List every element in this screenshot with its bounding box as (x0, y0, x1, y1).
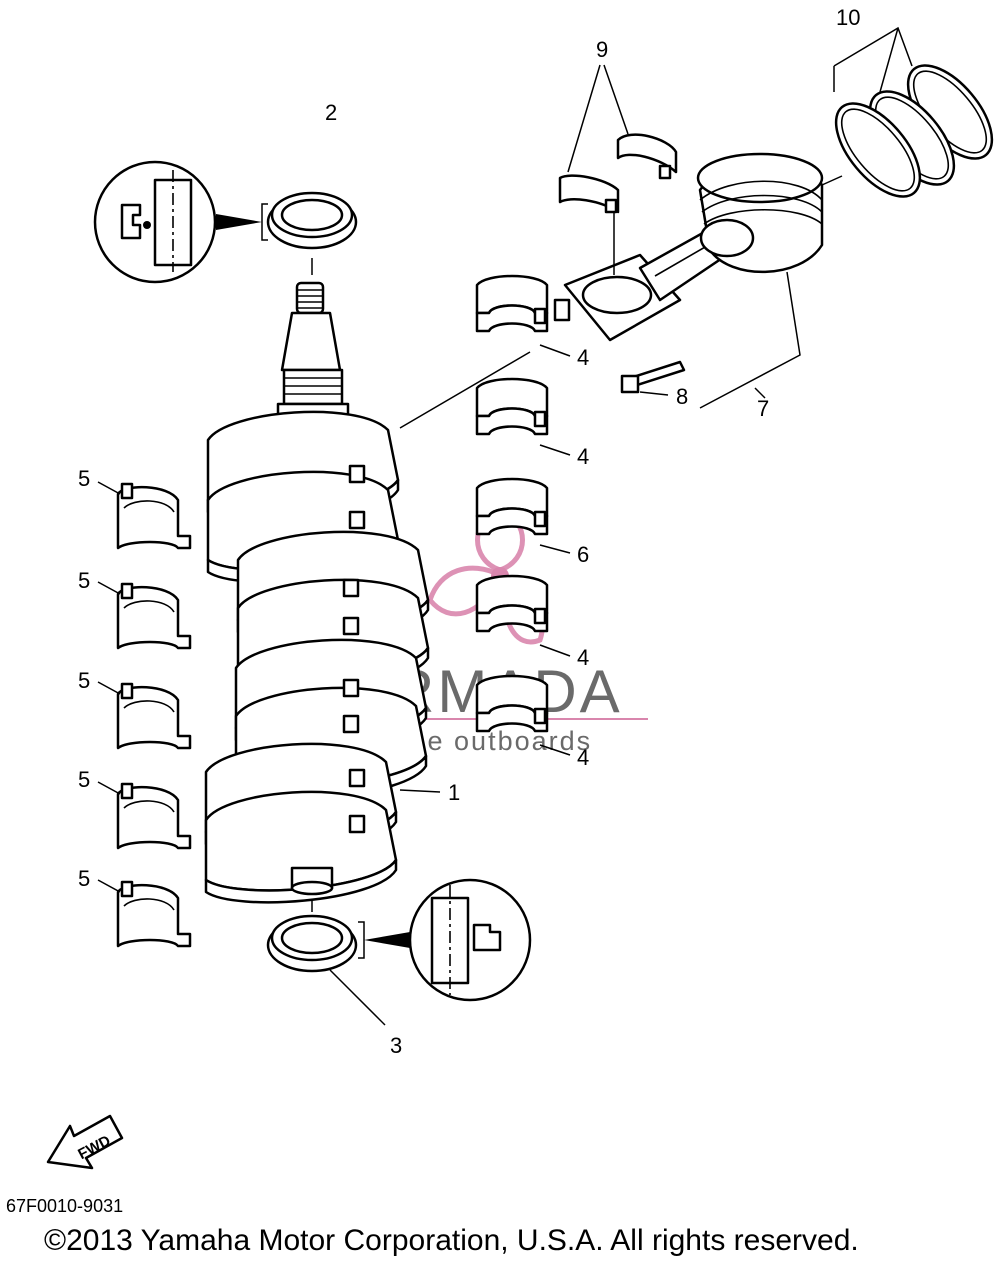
callout-3: 3 (390, 1033, 402, 1058)
seal-detail-bottom (408, 878, 532, 1002)
callout-4-c: 4 (577, 645, 589, 670)
callout-labels: 1 2 3 4 4 6 4 4 5 5 5 5 5 7 8 9 10 (78, 5, 860, 1058)
callout-5-d: 5 (78, 767, 90, 792)
callout-2: 2 (325, 100, 337, 125)
rod-bolt (620, 360, 686, 396)
callout-7: 7 (757, 396, 769, 421)
oil-seal-bottom (266, 878, 532, 1026)
crankshaft (204, 281, 430, 904)
crank-bearings-5 (97, 481, 192, 948)
callout-5-c: 5 (78, 668, 90, 693)
callout-1: 1 (448, 780, 460, 805)
copyright-notice: ©2013 Yamaha Motor Corporation, U.S.A. A… (44, 1224, 859, 1257)
main-bearings (475, 274, 571, 756)
callout-4-d: 4 (577, 745, 589, 770)
piston-rings (821, 26, 994, 198)
catalog-code: 67F0010-9031 (6, 1196, 124, 1216)
callout-6: 6 (577, 542, 589, 567)
rod-bearings (558, 64, 678, 275)
forward-arrow-icon: FWD (46, 1114, 124, 1170)
callout-5-a: 5 (78, 466, 90, 491)
callout-9: 9 (596, 37, 608, 62)
callout-5-e: 5 (78, 866, 90, 891)
callout-4-b: 4 (577, 444, 589, 469)
callout-8: 8 (676, 384, 688, 409)
callout-5-b: 5 (78, 568, 90, 593)
piston-rod-assembly (399, 152, 824, 429)
oil-seal-top (93, 160, 358, 284)
seal-detail-top (93, 160, 217, 284)
callout-10: 10 (836, 5, 860, 30)
callout-4-a: 4 (577, 345, 589, 370)
